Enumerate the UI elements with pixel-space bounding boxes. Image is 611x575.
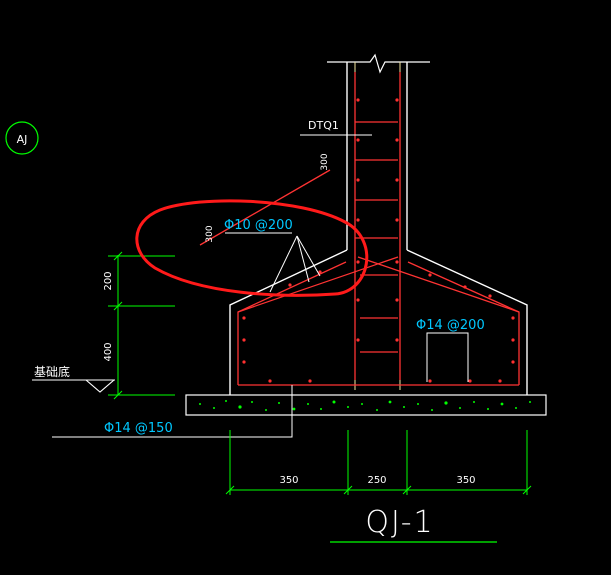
dim-anchor-left: 300 [205,225,215,242]
footing-leader [426,332,469,382]
concrete-outline [229,62,528,395]
dim-bottom-2: 250 [367,475,386,486]
inclined-bars-leader [225,232,321,293]
dim-bottom-1: 350 [279,475,298,486]
annotation-circle [135,199,369,297]
grid-bubble: AJ [5,121,39,155]
bottom-dimension [225,430,532,495]
rebar-dots [242,98,515,383]
wall-tag: DTQ1 [308,119,339,132]
dim-anchor-top: 300 [320,153,330,170]
gravel-bed [185,394,547,416]
dim-height-lower: 400 [103,342,114,361]
rebar-layout [199,72,520,386]
bottom-bars-leader [52,385,293,438]
drawing-title: QJ-1 [365,505,434,540]
label-footing-bars: Φ14 @200 [416,318,485,333]
level-label: 基础底 [34,364,70,379]
vertical-dimension [108,251,175,400]
label-bottom-bars: Φ14 @150 [104,421,173,436]
level-marker [32,379,115,393]
wall-inner-lines [354,62,401,390]
dim-height-upper: 200 [103,271,114,290]
wall-break-line [327,53,430,74]
label-inclined-bars: Φ10 @200 [224,218,293,233]
grid-bubble-label: AJ [17,133,28,146]
dim-bottom-3: 350 [456,475,475,486]
